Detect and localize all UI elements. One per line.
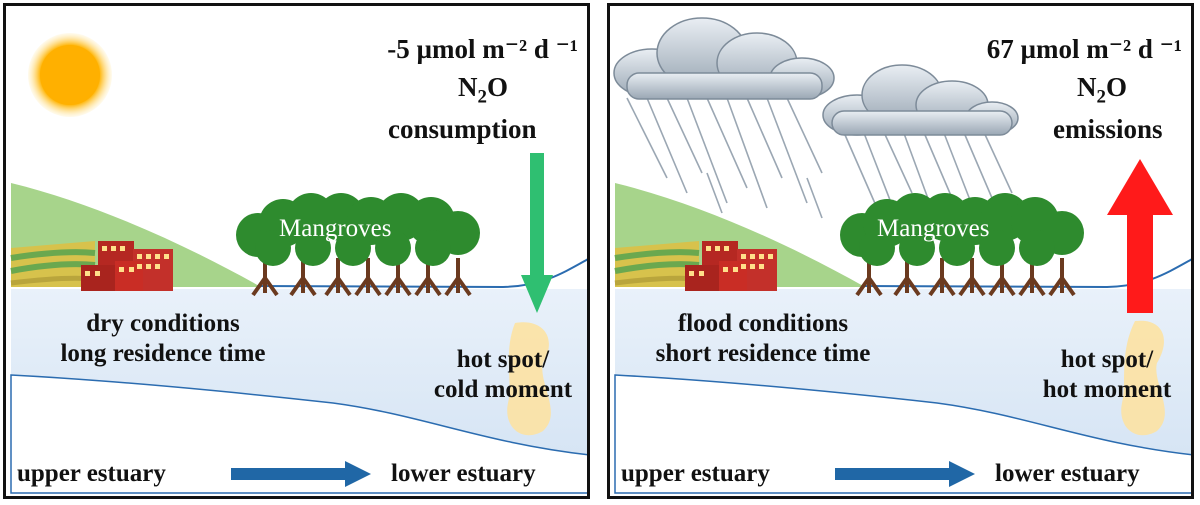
flow-arrow-icon: [835, 461, 975, 487]
rain-cloud-icon: [613, 17, 1019, 234]
hot-spot-blob: [507, 322, 551, 436]
upper-estuary-label: upper estuary: [17, 460, 166, 487]
gas-label: N2O: [458, 72, 508, 108]
flow-arrow-icon: [231, 461, 371, 487]
farmland-icon: [614, 241, 700, 287]
flux-value-label: -5 µmol m⁻² d ⁻¹: [387, 34, 578, 64]
hotspot-label: hot spot/ cold moment: [433, 346, 573, 403]
conditions-label: dry conditions long residence time: [60, 310, 266, 367]
building-icon: [685, 241, 777, 291]
flux-value-label: 67 µmol m⁻² d ⁻¹: [986, 34, 1182, 64]
flux-arrow-icon: [1107, 159, 1173, 313]
mangrove-tree-icon: [840, 193, 1084, 297]
flux-process-label: consumption: [388, 114, 537, 144]
gas-label: N2O: [1077, 72, 1127, 108]
hot-spot-blob: [1121, 320, 1165, 436]
riverbed: [614, 374, 1194, 494]
flux-arrow-icon: [521, 153, 553, 313]
riverbed: [10, 374, 590, 494]
mangroves-label: Mangroves: [279, 215, 392, 242]
scene-dry: [3, 3, 590, 499]
lower-estuary-label: lower estuary: [391, 460, 536, 487]
farmland-icon: [10, 241, 96, 287]
hotspot-label: hot spot/ hot moment: [1042, 346, 1172, 403]
upper-estuary-label: upper estuary: [621, 460, 770, 487]
mangroves-label: Mangroves: [877, 215, 990, 242]
building-icon: [81, 241, 173, 291]
lower-estuary-label: lower estuary: [995, 460, 1140, 487]
scene-flood: [607, 3, 1194, 499]
conditions-label: flood conditions short residence time: [655, 310, 871, 367]
flux-process-label: emissions: [1053, 114, 1163, 144]
mangrove-tree-icon: [236, 193, 480, 297]
panel-flood: 67 µmol m⁻² d ⁻¹ N2O emissions Mangroves…: [607, 3, 1194, 499]
panel-dry: -5 µmol m⁻² d ⁻¹ N2O consumption Mangrov…: [3, 3, 590, 499]
